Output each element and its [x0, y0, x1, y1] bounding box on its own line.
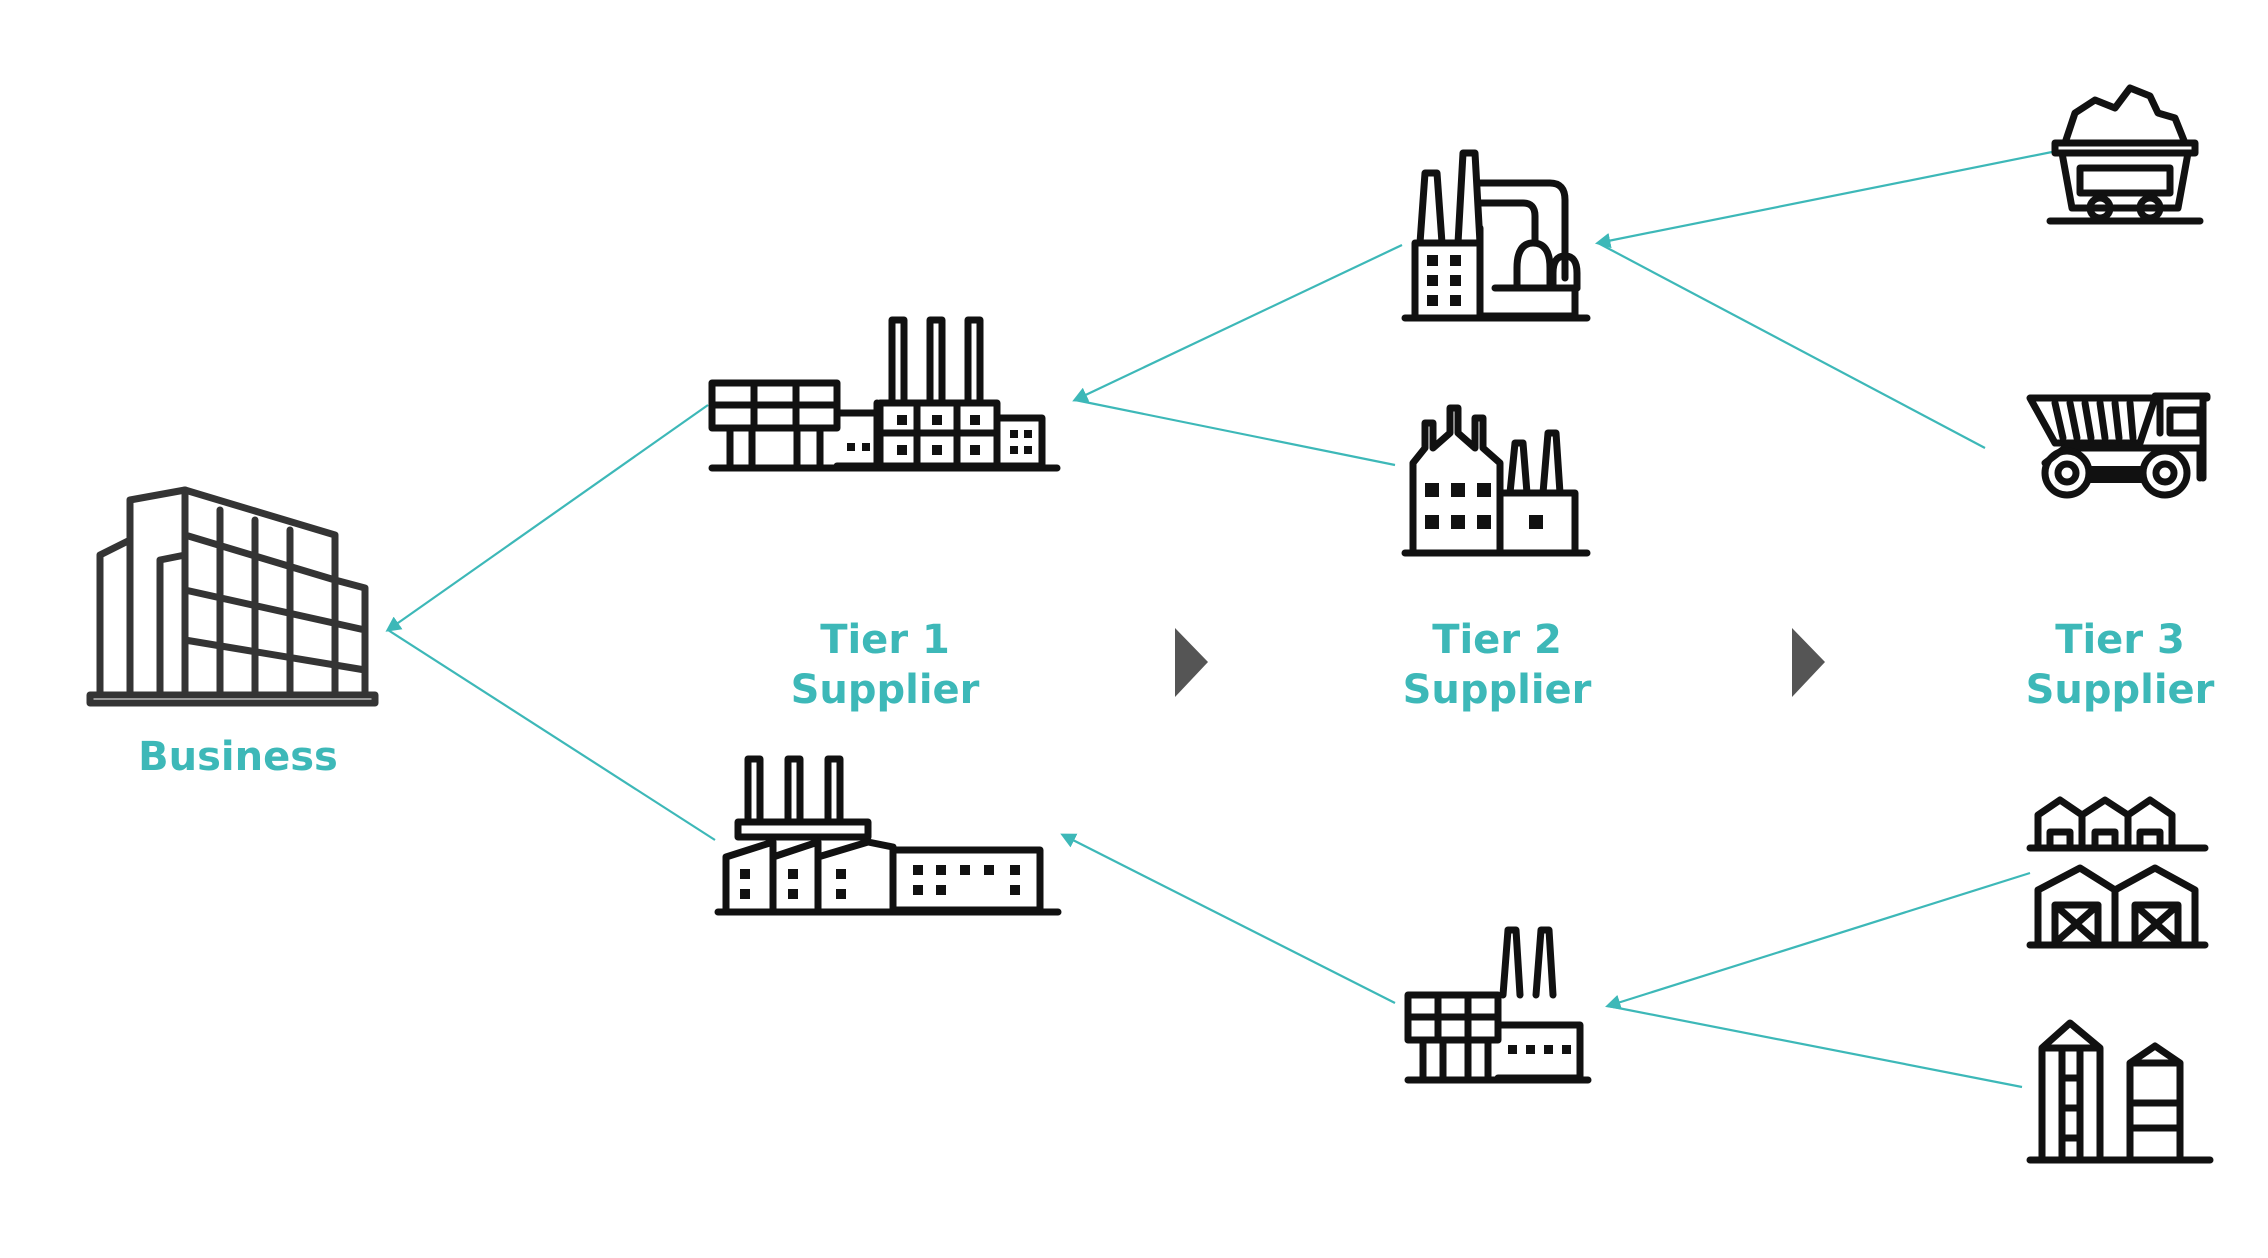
- link-tier1-bottom-to-business: [387, 629, 716, 841]
- tier3-label-line2: Supplier: [2026, 667, 2215, 713]
- link-tier2-top-to-tier1-top: [1072, 244, 1403, 402]
- business-label: Business: [138, 734, 338, 780]
- tier1-label: Tier 1 Supplier: [791, 617, 980, 713]
- link-tier3-cart-to-tier2-top: [1594, 150, 2053, 249]
- chevron-right-icon: [1792, 628, 1825, 697]
- links: [385, 150, 2053, 1089]
- tier2-label-line1: Tier 2: [1432, 617, 1562, 663]
- link-tier2-middle-to-tier1-top: [1074, 398, 1396, 467]
- link-tier3-truck-to-tier2-top: [1597, 242, 1986, 449]
- warehouse-icon: [2026, 796, 2209, 949]
- tier1-label-line2: Supplier: [791, 667, 980, 713]
- tier3-label: Tier 3 Supplier: [2026, 617, 2215, 713]
- link-tier2-bottom-to-tier1-bottom: [1060, 833, 1396, 1004]
- tier2-label: Tier 2 Supplier: [1403, 617, 1592, 713]
- office-building-icon: [86, 486, 379, 707]
- link-tier3-silos-to-tier2-bottom: [1607, 1004, 2023, 1089]
- link-tier1-top-to-business: [385, 404, 709, 632]
- tier1-label-line1: Tier 1: [820, 617, 950, 663]
- tier2-label-line2: Supplier: [1403, 667, 1592, 713]
- tier1-top-factory-icon: [708, 316, 1061, 472]
- dump-truck-icon: [2026, 392, 2211, 499]
- tier1-bottom-factory-icon: [714, 755, 1062, 916]
- silo-icon: [2026, 1019, 2214, 1164]
- link-tier3-warehouses-to-tier2-bottom: [1605, 871, 2031, 1010]
- tier2-bottom-factory-icon: [1404, 926, 1592, 1084]
- tier2-top-refinery-icon: [1401, 149, 1591, 322]
- tier2-middle-factory-icon: [1401, 404, 1591, 557]
- mine-cart-icon: [2046, 84, 2204, 225]
- chevron-right-icon: [1175, 628, 1208, 697]
- tier3-label-line1: Tier 3: [2055, 617, 2185, 663]
